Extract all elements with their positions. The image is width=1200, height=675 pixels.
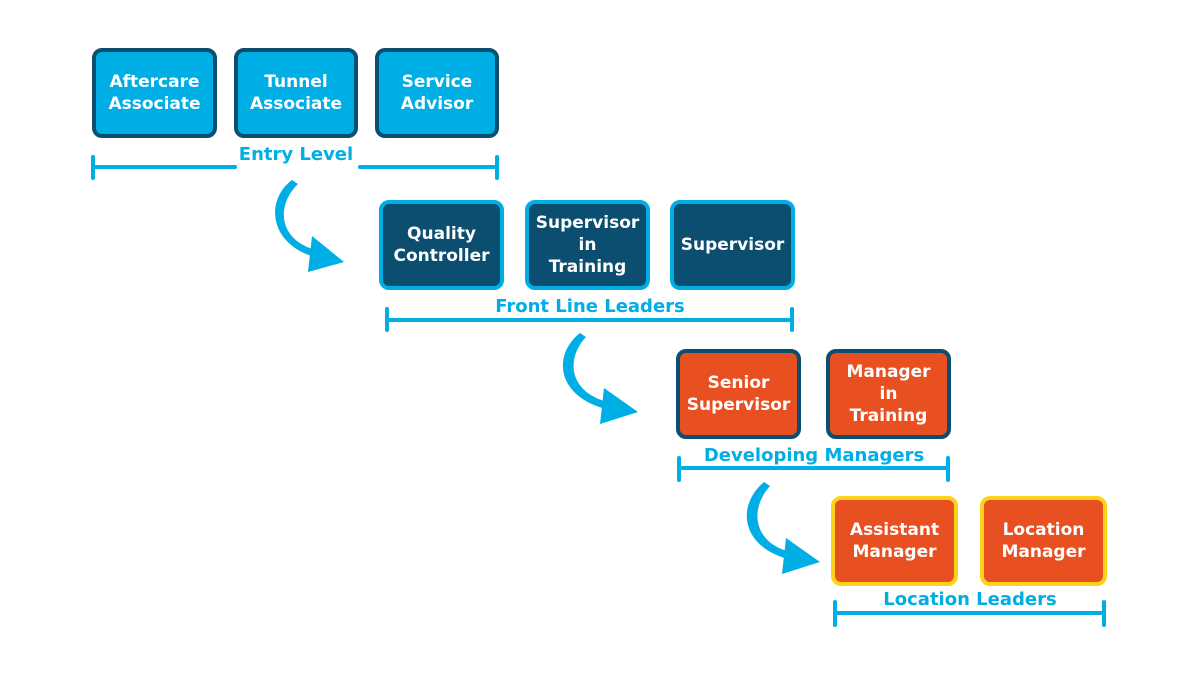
arrow-front-line-to-developing	[562, 333, 638, 424]
role-assistant-manager: Assistant Manager	[831, 496, 958, 586]
tier-label-location-leaders: Location Leaders	[883, 589, 1057, 610]
arrow-entry-to-front-line	[275, 180, 344, 272]
role-senior-supervisor: Senior Supervisor	[676, 349, 801, 439]
role-aftercare-associate: Aftercare Associate	[92, 48, 217, 138]
role-quality-controller: Quality Controller	[379, 200, 504, 290]
role-manager-in-training: Manager in Training	[826, 349, 951, 439]
role-supervisor-in-training: Supervisor in Training	[525, 200, 650, 290]
role-location-manager: Location Manager	[980, 496, 1107, 586]
tier-label-developing-managers: Developing Managers	[703, 445, 925, 466]
tier-label-entry-level: Entry Level	[238, 144, 354, 165]
role-supervisor: Supervisor	[670, 200, 795, 290]
tier-label-front-line-leaders: Front Line Leaders	[495, 296, 685, 317]
arrow-developing-to-location	[746, 482, 820, 574]
role-service-advisor: Service Advisor	[375, 48, 499, 138]
role-tunnel-associate: Tunnel Associate	[234, 48, 358, 138]
